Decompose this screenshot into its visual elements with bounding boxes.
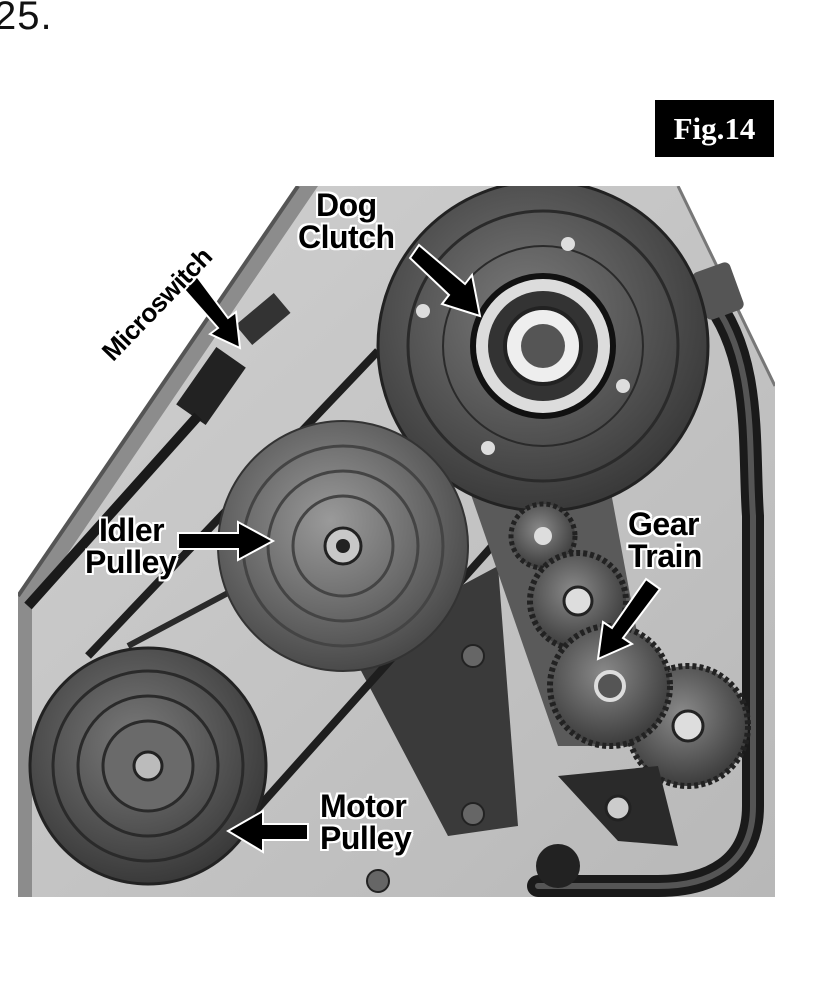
figure-label: Fig.14 bbox=[655, 100, 774, 157]
idler-pulley-label: Idler Pulley bbox=[85, 512, 177, 580]
dog-clutch-label: Dog Clutch bbox=[298, 189, 395, 253]
gear-train-label-line2: Train bbox=[628, 538, 702, 574]
motor-pulley-label-line2: Pulley bbox=[320, 820, 412, 856]
dog-clutch-label-line2: Clutch bbox=[298, 219, 395, 255]
lathe-drive-photo bbox=[18, 186, 775, 897]
dog-clutch-label-line1: Dog bbox=[316, 187, 377, 223]
page-number: 25. bbox=[0, 0, 53, 38]
motor-pulley-label: Motor Pulley bbox=[320, 788, 412, 856]
idler-pulley-label-line1: Idler bbox=[99, 512, 165, 548]
gear-train-label-line1: Gear bbox=[628, 506, 699, 542]
motor-pulley-label-line1: Motor bbox=[320, 788, 407, 824]
gear-train-label: Gear Train bbox=[628, 508, 702, 572]
idler-pulley-label-line2: Pulley bbox=[85, 544, 177, 580]
